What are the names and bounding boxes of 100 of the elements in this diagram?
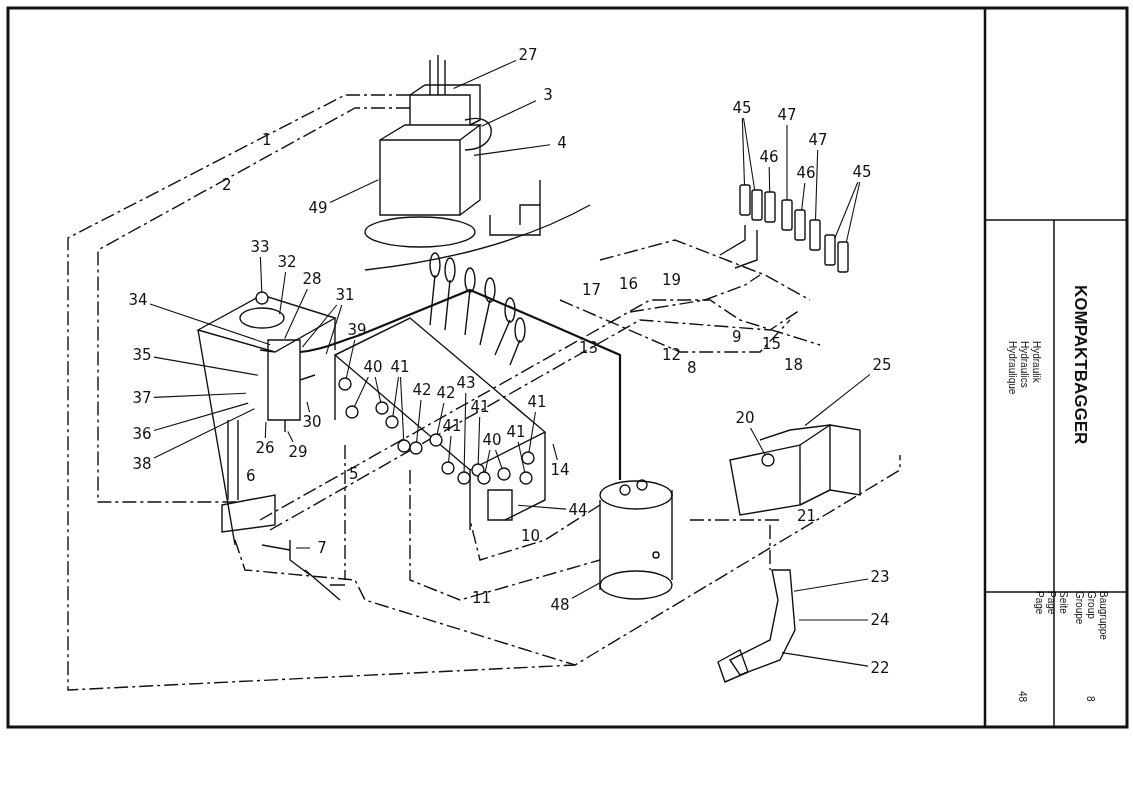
hose-fitting-icon [519, 471, 533, 485]
leader-line [153, 402, 249, 432]
title: KOMPAKTBAGGER [1070, 285, 1090, 445]
hose-number: 9 [732, 328, 742, 346]
hose-number: 16 [619, 275, 639, 293]
hose-number: 21 [797, 507, 817, 525]
leader-line [264, 421, 267, 439]
leader-line [345, 339, 356, 379]
callout-number: 3 [537, 86, 559, 104]
leader-line [149, 303, 271, 346]
hose-fitting-icon [409, 441, 423, 455]
hose-number: 12 [662, 346, 682, 364]
hose-number: 10 [521, 527, 541, 545]
leader-line [517, 504, 567, 510]
leader-line [325, 304, 343, 355]
callout-number: 14 [549, 461, 571, 479]
leader-line [814, 149, 819, 221]
title-block-text: 48 [1016, 691, 1028, 703]
sensor-icon [794, 209, 806, 241]
hose-number: 19 [662, 271, 682, 289]
callout-number: 34 [127, 291, 149, 309]
callout-number: 49 [307, 199, 329, 217]
hose-number: 1 [262, 131, 272, 149]
leader-line [768, 166, 771, 193]
callout-number: 48 [549, 596, 571, 614]
callout-number: 7 [311, 539, 333, 557]
leader-line [436, 402, 445, 435]
leader-line [845, 181, 861, 243]
sensor-icon [739, 184, 751, 216]
callout-number: 41 [526, 393, 548, 411]
leader-line [374, 376, 382, 403]
hose-number: 17 [582, 281, 602, 299]
callout-number: 46 [758, 148, 780, 166]
leader-line [552, 443, 558, 461]
callout-number: 29 [287, 443, 309, 461]
leader-line [306, 401, 311, 413]
callout-number: 38 [131, 455, 153, 473]
leader-line [481, 100, 537, 127]
hose-number: 11 [472, 589, 492, 607]
callout-number: 41 [469, 398, 491, 416]
hose-fitting-icon [497, 467, 511, 481]
hose-fitting-icon [385, 415, 399, 429]
hose-number: 15 [762, 335, 782, 353]
hose-fitting-icon [345, 405, 359, 419]
sensor-icon [824, 234, 836, 266]
hose-fitting-icon [375, 401, 389, 415]
callout-number: 20 [734, 409, 756, 427]
callout-number: 47 [776, 106, 798, 124]
callout-number: 28 [301, 270, 323, 288]
callout-number: 36 [131, 425, 153, 443]
leader-line [284, 288, 308, 339]
callout-number: 37 [131, 389, 153, 407]
hose-fitting-icon [338, 377, 352, 391]
leader-line [786, 124, 788, 201]
leader-line [781, 652, 869, 667]
leader-line [804, 373, 871, 427]
sensor-icon [751, 189, 763, 221]
leader-line [279, 271, 287, 315]
callout-number: 32 [276, 253, 298, 271]
leader-line [834, 181, 859, 239]
hose-fitting-icon [255, 291, 269, 305]
callout-number: 45 [731, 99, 753, 117]
leader-line [153, 408, 255, 459]
leader-line [793, 578, 869, 592]
title-block-text: Hydraulics [1018, 341, 1030, 388]
hose-fitting-icon [441, 461, 455, 475]
callout-number: 23 [869, 568, 891, 586]
leader-line [749, 427, 766, 456]
callout-number: 26 [254, 439, 276, 457]
leader-line [742, 117, 756, 191]
leader-line [453, 59, 517, 89]
callout-number: 42 [435, 384, 457, 402]
hose-number: 18 [784, 356, 804, 374]
title-block-text: 8 [1084, 696, 1096, 702]
leader-line [287, 431, 294, 443]
leader-line [571, 581, 603, 599]
sensor-icon [764, 191, 776, 223]
hose-fitting-icon [397, 439, 411, 453]
leader-line [448, 435, 452, 463]
callout-number: 47 [807, 131, 829, 149]
leader-line [477, 416, 481, 465]
callout-number: 42 [411, 381, 433, 399]
callout-number: 40 [481, 431, 503, 449]
leader-line [798, 619, 869, 621]
sensor-icon [837, 241, 849, 273]
callout-number: 41 [389, 358, 411, 376]
callout-number: 40 [362, 358, 384, 376]
hose-fitting-icon [429, 433, 443, 447]
leader-line [399, 376, 405, 441]
callout-number: 35 [131, 346, 153, 364]
callout-number: 4 [551, 134, 573, 152]
title-block-text: Hydraulik [1030, 341, 1042, 383]
hose-number: 5 [349, 465, 359, 483]
callout-number: 33 [249, 238, 271, 256]
hose-number: 8 [687, 359, 697, 377]
leader-line [463, 392, 467, 473]
leader-line [741, 117, 746, 186]
leader-line [259, 256, 263, 293]
callout-number: 27 [517, 46, 539, 64]
leader-line [353, 376, 369, 408]
